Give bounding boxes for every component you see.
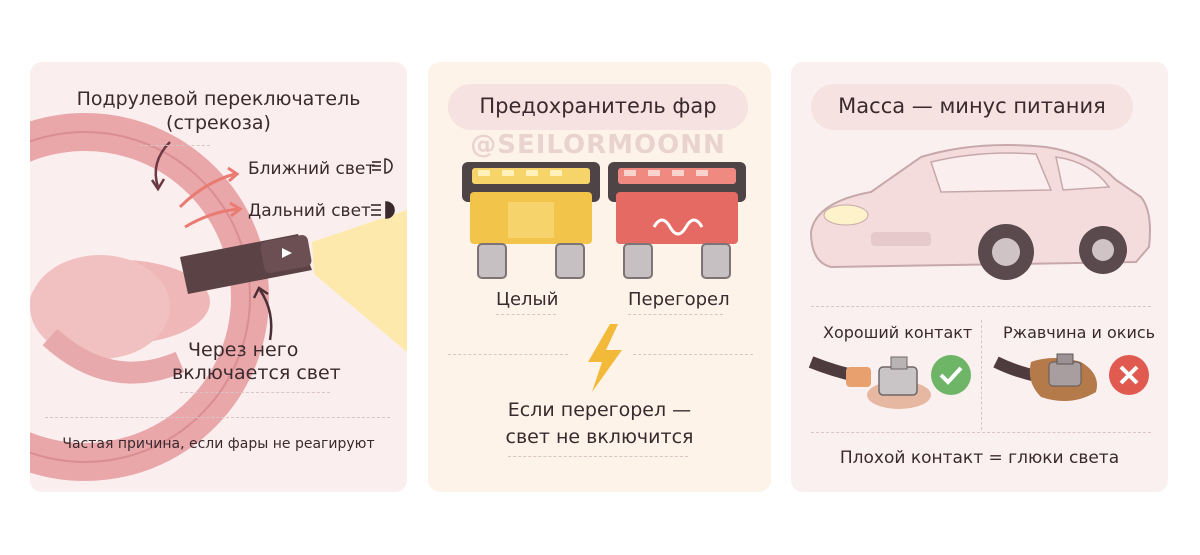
panel-title: Подрулевой переключатель — [76, 88, 361, 110]
car-illustration — [808, 144, 1151, 409]
panel-title: Предохранитель фар — [479, 94, 717, 118]
divider — [45, 417, 390, 418]
divider — [180, 392, 330, 393]
good-contact-label: Хороший контакт — [823, 323, 973, 342]
warning-line1: Если перегорел — — [507, 399, 692, 421]
cross-icon — [1109, 355, 1149, 395]
rust-label: Ржавчина и окись — [1003, 323, 1156, 342]
divider — [448, 354, 568, 355]
divider — [140, 145, 210, 146]
through-label-line2: включается свет — [172, 362, 341, 384]
title-pill — [811, 84, 1133, 130]
lightning-icon — [588, 324, 622, 392]
divider — [981, 320, 982, 430]
divider — [633, 354, 753, 355]
good-contact-illustration — [808, 356, 931, 409]
blown-label: Перегорел — [628, 289, 730, 310]
arrow-low-beam — [178, 172, 236, 209]
panel-title: Масса — минус питания — [838, 94, 1106, 118]
car — [809, 144, 1151, 280]
steering-switch-panel: Подрулевой переключатель (стрекоза) Ближ… — [30, 62, 407, 492]
light-beam — [312, 210, 407, 352]
caption: Частая причина, если фары не реагируют — [62, 436, 375, 452]
ground-panel: Масса — минус питания — [791, 62, 1168, 492]
fuse-illustration — [462, 162, 746, 392]
blown-fuse — [608, 162, 746, 279]
fuse-panel: Предохранитель фар @SEILORMOONN — [428, 62, 771, 492]
steering-wheel — [30, 113, 269, 481]
checkmark-icon — [931, 355, 971, 395]
title-pill — [448, 84, 748, 130]
warning-line2: свет не включится — [505, 426, 694, 448]
turn-signal-stalk — [180, 234, 312, 294]
low-beam-label: Ближний свет — [248, 159, 376, 179]
divider — [628, 314, 723, 315]
rust-contact-illustration — [993, 353, 1097, 401]
arrow-high-beam — [184, 207, 239, 229]
divider — [811, 432, 1151, 433]
conclusion-label: Плохой контакт = глюки света — [839, 448, 1120, 468]
intact-fuse — [462, 162, 600, 279]
panel-subtitle: (стрекоза) — [166, 112, 271, 134]
divider — [508, 456, 688, 457]
divider — [811, 306, 1151, 307]
high-beam-label: Дальний свет — [248, 201, 371, 221]
watermark: @SEILORMOONN — [470, 130, 726, 160]
arrow-from-label — [258, 289, 273, 341]
through-label-line1: Через него — [188, 339, 299, 361]
steering-wheel-illustration — [30, 113, 407, 481]
low-beam-icon — [372, 158, 393, 174]
high-beam-icon — [371, 201, 395, 219]
intact-label: Целый — [496, 289, 559, 310]
divider — [496, 314, 556, 315]
